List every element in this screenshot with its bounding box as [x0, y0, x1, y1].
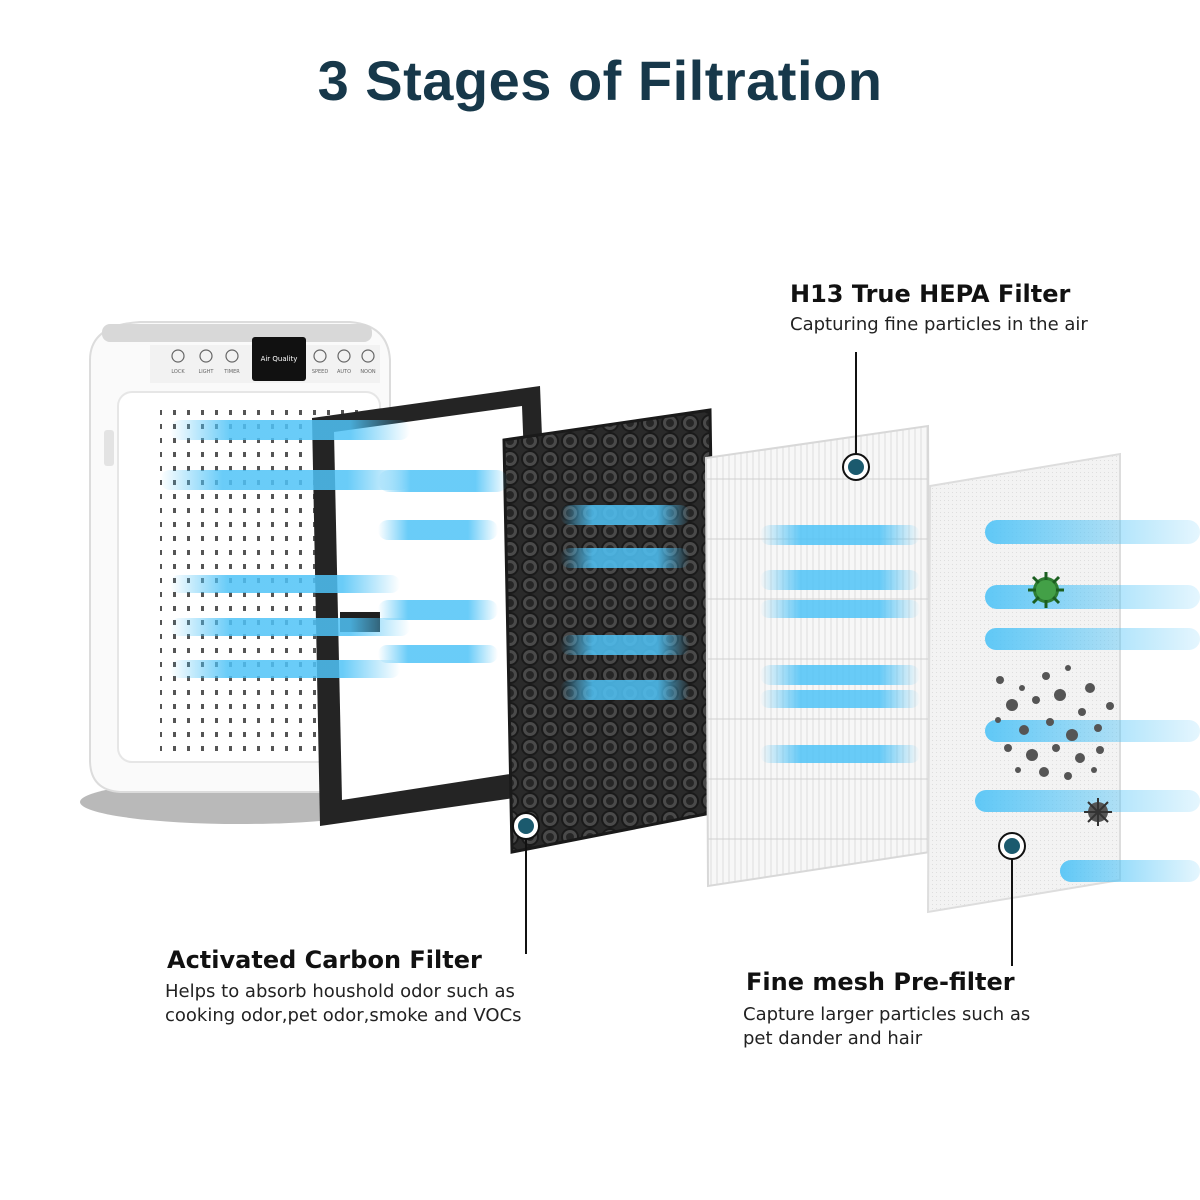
airflow-streak: [160, 470, 410, 490]
airflow-streak: [170, 420, 410, 440]
airflow-streak: [985, 628, 1200, 650]
airflow-streak: [760, 690, 920, 708]
airflow-streak: [760, 570, 920, 590]
airflow-streaks: [160, 420, 1200, 882]
device-button-noon: NOON: [360, 349, 376, 375]
particle-icon: [1096, 746, 1104, 754]
particle-icon: [1106, 702, 1114, 710]
airflow-streak: [560, 548, 690, 568]
particle-icon: [1042, 672, 1050, 680]
dust-mite-icon: [1084, 798, 1112, 826]
hepa-filter-description: Capturing fine particles in the air: [790, 314, 1088, 335]
device-button-auto: AUTO: [337, 349, 351, 375]
airflow-streak: [985, 585, 1200, 609]
svg-text:SPEED: SPEED: [312, 369, 329, 375]
airflow-streak: [378, 470, 508, 492]
device-button-lock: LOCK: [171, 349, 185, 375]
prefilter-marker-icon: [998, 832, 1026, 860]
airflow-streak: [760, 745, 920, 763]
svg-text:LOCK: LOCK: [171, 369, 185, 375]
airflow-streak: [760, 600, 920, 618]
carbon-marker-icon: [512, 812, 540, 840]
airflow-streak: [560, 505, 690, 525]
airflow-streak: [975, 790, 1200, 812]
particle-icon: [1019, 725, 1029, 735]
particle-icon: [1085, 683, 1095, 693]
particle-icon: [1078, 708, 1086, 716]
svg-text:AUTO: AUTO: [337, 369, 351, 375]
particle-icon: [1019, 685, 1025, 691]
device-button-timer: TIMER: [223, 349, 240, 375]
airflow-streak: [170, 660, 400, 678]
particle-icon: [1094, 724, 1102, 732]
particle-icon: [1015, 767, 1021, 773]
airflow-streak: [378, 520, 498, 540]
particle-icon: [996, 676, 1004, 684]
particle-icon: [1065, 665, 1071, 671]
carbon-description-line: cooking odor,pet odor,smoke and VOCs: [165, 1005, 522, 1026]
airflow-streak: [760, 525, 920, 545]
particle-icon: [995, 717, 1001, 723]
airflow-streak: [170, 618, 410, 636]
airflow-streak: [560, 680, 690, 700]
airflow-streak: [378, 645, 498, 663]
particle-icon: [1046, 718, 1054, 726]
hepa-marker-icon: [842, 453, 870, 481]
prefilter-description: Capture larger particles such as pet dan…: [743, 1003, 1030, 1051]
airflow-streak: [1060, 860, 1200, 882]
control-panel: LOCK LIGHT TIMER SPEED AUTO NOON: [171, 349, 376, 375]
airflow-streak: [378, 600, 498, 620]
prefilter-title: Fine mesh Pre-filter: [746, 968, 1015, 996]
svg-text:LIGHT: LIGHT: [199, 369, 215, 375]
particle-icon: [1006, 699, 1018, 711]
airflow-streak: [985, 520, 1200, 544]
page-title: 3 Stages of Filtration: [317, 49, 883, 112]
particle-icon: [1026, 749, 1038, 761]
particle-icon: [1032, 696, 1040, 704]
svg-text:TIMER: TIMER: [223, 369, 240, 375]
carbon-filter-title: Activated Carbon Filter: [167, 946, 482, 974]
particle-icon: [1052, 744, 1060, 752]
particle-icon: [1039, 767, 1049, 777]
device-button-light: LIGHT: [199, 349, 215, 375]
air-quality-display-label: Air Quality: [261, 355, 298, 363]
particle-icon: [1064, 772, 1072, 780]
prefilter-description-line: Capture larger particles such as: [743, 1004, 1031, 1025]
virus-icon: [1028, 572, 1064, 608]
particle-icon: [1066, 729, 1078, 741]
carbon-filter-description: Helps to absorb houshold odor such as co…: [165, 980, 522, 1028]
svg-text:NOON: NOON: [360, 369, 376, 375]
airflow-streak: [760, 665, 920, 685]
hepa-filter-title: H13 True HEPA Filter: [790, 280, 1071, 308]
airflow-streak: [985, 720, 1200, 742]
airflow-streak: [560, 635, 690, 655]
particle-cluster: [995, 665, 1114, 780]
particle-icon: [1054, 689, 1066, 701]
device-button-speed: SPEED: [312, 349, 329, 375]
airflow-streak: [170, 575, 400, 593]
activated-carbon-filter: [502, 408, 718, 854]
hepa-filter: [704, 424, 932, 888]
particle-icon: [1004, 744, 1012, 752]
prefilter-description-line: pet dander and hair: [743, 1028, 923, 1049]
particle-icon: [1075, 753, 1085, 763]
particle-icon: [1091, 767, 1097, 773]
carbon-description-line: Helps to absorb houshold odor such as: [165, 981, 515, 1002]
